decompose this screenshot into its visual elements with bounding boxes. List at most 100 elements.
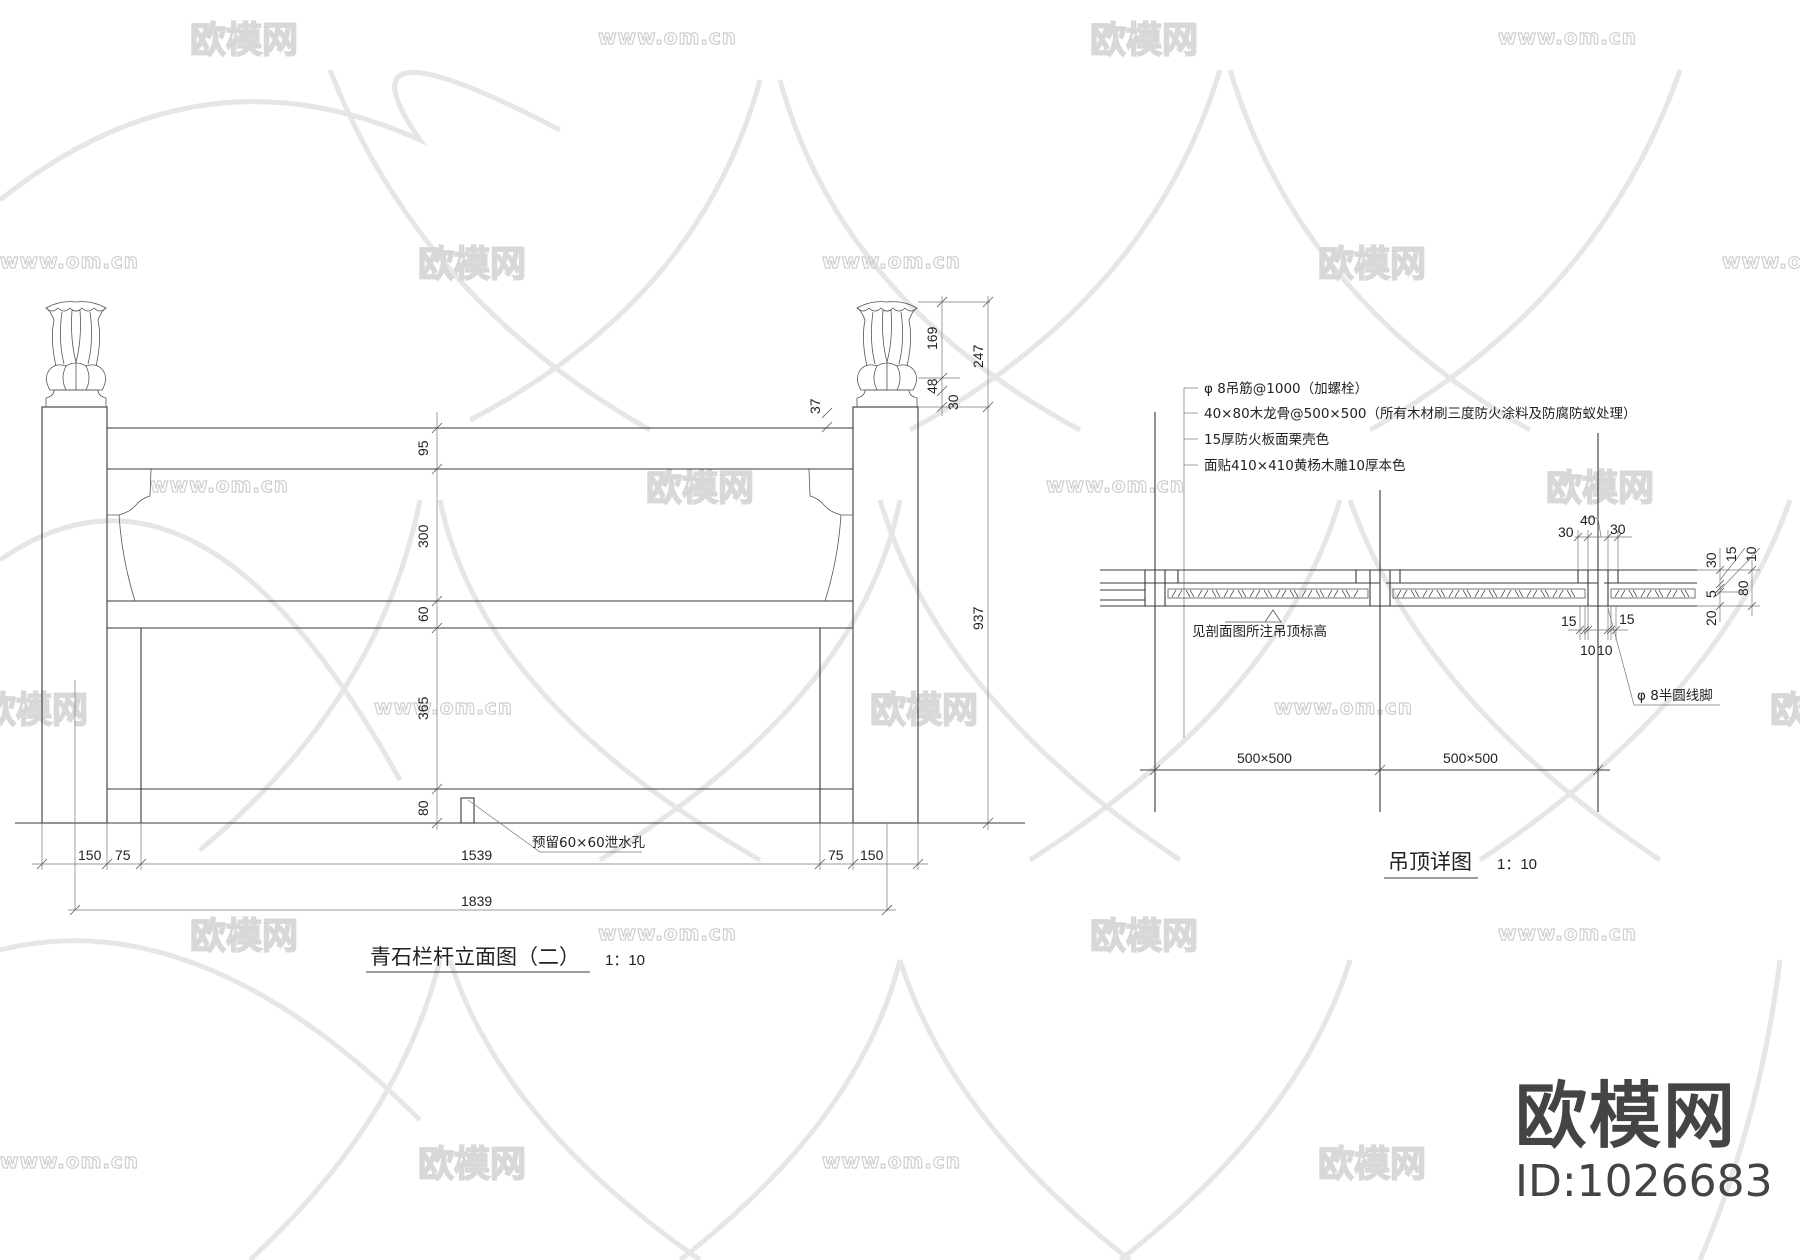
dim-95: 95 — [415, 440, 431, 456]
dim-ticks-top-detail — [1573, 532, 1623, 542]
dim-1539: 1539 — [461, 847, 492, 863]
dim-80: 80 — [415, 800, 431, 816]
dim-80-side: 80 — [1735, 580, 1751, 596]
dim-grid-2: 500×500 — [1443, 750, 1498, 766]
dim-150-left: 150 — [78, 847, 102, 863]
drawing-scale-left: 1：10 — [605, 952, 645, 969]
dim-75-left: 75 — [115, 847, 131, 863]
watermark-logo: 欧模网 — [870, 690, 978, 731]
dim-10-side: 10 — [1743, 546, 1759, 562]
ext-lines-bottom — [41, 680, 919, 910]
hatch-pattern — [1167, 588, 1696, 599]
dim-150-right: 150 — [860, 847, 884, 863]
dim-60: 60 — [415, 606, 431, 622]
note-hanger-rod: φ 8吊筋@1000（加螺栓） — [1204, 380, 1368, 397]
dim-75-right: 75 — [828, 847, 844, 863]
dim-ticks-bottom-detail — [1575, 625, 1621, 635]
molding-note: φ 8半圆线脚 — [1637, 688, 1713, 704]
elevation-marker-icon — [1225, 609, 1282, 623]
dim-30-side: 30 — [1703, 552, 1719, 568]
watermark-url: www.om.cn — [598, 25, 737, 49]
watermark-logo: 欧模网 — [1318, 244, 1426, 285]
watermark-url: www.om.cn — [374, 695, 513, 719]
watermark-logo: 欧模网 — [418, 244, 526, 285]
dim-1839: 1839 — [461, 893, 492, 909]
watermark-url: www.om.cn — [598, 921, 737, 945]
watermark-logo: 欧模网 — [646, 468, 754, 509]
watermark-logo: 欧模网 — [0, 690, 88, 731]
dim-ticks-inner — [431, 422, 443, 829]
watermark-arcs — [0, 69, 1793, 1260]
watermark-logo: 欧模网 — [1770, 690, 1800, 731]
dim-300: 300 — [415, 524, 431, 548]
lotus-finial-left — [45, 301, 107, 407]
watermark-logo: 欧模网 — [1090, 20, 1198, 61]
watermark-url: www.om.cn — [1046, 473, 1185, 497]
watermark-logo: 欧模网 — [418, 1144, 526, 1185]
dim-grid-1: 500×500 — [1237, 750, 1292, 766]
dim-20-side: 20 — [1703, 610, 1719, 626]
vase-profile-right-lower — [824, 514, 842, 602]
watermark-logo: 欧模网 — [190, 20, 298, 61]
watermark-url: www.om.cn — [1274, 695, 1413, 719]
dim-30: 30 — [945, 394, 961, 410]
note-wood-keel: 40×80木龙骨@500×500（所有木材刷三度防火涂料及防腐防蚁处理） — [1204, 406, 1637, 422]
watermark-url: www.om.cn — [1498, 25, 1637, 49]
watermark-logo: 欧模网 — [1546, 468, 1654, 509]
elevation-note: 见剖面图所注吊顶标高 — [1192, 623, 1327, 640]
molding-leader — [1607, 607, 1720, 706]
drawing-title-right: 吊顶详图 — [1388, 850, 1472, 874]
dim-ticks-grid — [1149, 764, 1604, 776]
dim-169: 169 — [924, 326, 940, 350]
note-leader-ticks — [1184, 387, 1198, 466]
brand-name: 欧模网 — [1515, 1074, 1738, 1158]
drain-note: 预留60×60泄水孔 — [532, 835, 646, 851]
vase-profile-left-lower — [118, 514, 136, 602]
dim-10-left: 10 — [1580, 642, 1596, 658]
side-dim-ticks — [1715, 565, 1757, 611]
dim-365: 365 — [415, 696, 431, 720]
watermark-url: www.om.cn — [0, 1149, 139, 1173]
note-fireproof-board: 15厚防火板面栗壳色 — [1204, 431, 1329, 448]
watermark-url: www.om.cn — [1722, 249, 1800, 273]
lotus-finial-right — [856, 301, 918, 407]
dim-ticks-finial — [821, 296, 994, 829]
railing-elevation-drawing: 预留60×60泄水孔 95 300 60 365 80 — [15, 296, 1025, 973]
ceiling-section — [1100, 569, 1697, 607]
dim-15-side: 15 — [1723, 546, 1739, 562]
watermark-texts: 欧模网 www.om.cn 欧模网 www.om.cn www.om.cn 欧模… — [0, 19, 1800, 1186]
left-post — [41, 406, 108, 824]
brand-id: ID:1026683 — [1515, 1156, 1773, 1207]
watermark-url: www.om.cn — [1498, 921, 1637, 945]
dim-10-right: 10 — [1597, 642, 1613, 658]
vase-profile-right — [808, 468, 853, 516]
watermark-url: www.om.cn — [0, 249, 139, 273]
dim-5-side: 5 — [1703, 590, 1719, 598]
watermark-logo: 欧模网 — [190, 916, 298, 957]
watermark-logo: 欧模网 — [1318, 1144, 1426, 1185]
drawing-title-left: 青石栏杆立面图（二） — [370, 945, 580, 969]
note-boxwood-carving: 面贴410×410黄杨木雕10厚本色 — [1204, 457, 1406, 474]
drain-hole — [460, 797, 475, 824]
watermark-url: www.om.cn — [822, 1149, 961, 1173]
watermark-url: www.om.cn — [150, 473, 289, 497]
dim-15-left: 15 — [1561, 613, 1577, 629]
dim-30-top-right: 30 — [1610, 521, 1626, 537]
side-dim-lines — [1697, 547, 1761, 622]
dim-15-right: 15 — [1619, 611, 1635, 627]
dim-48: 48 — [924, 378, 940, 394]
vase-profile-left — [107, 468, 152, 516]
dim-40-top: 40 — [1580, 512, 1596, 528]
dim-937: 937 — [970, 606, 986, 630]
ext-lines-bottom-detail — [1579, 606, 1617, 640]
dim-ticks-bottom — [36, 858, 924, 916]
watermark-logo: 欧模网 — [1090, 916, 1198, 957]
dim-37: 37 — [807, 398, 823, 414]
drain-leader — [467, 799, 642, 853]
dim-247: 247 — [970, 344, 986, 368]
drawing-scale-right: 1：10 — [1497, 856, 1537, 873]
dim-30-top-left: 30 — [1558, 524, 1574, 540]
right-post — [852, 406, 919, 824]
watermark-url: www.om.cn — [822, 249, 961, 273]
